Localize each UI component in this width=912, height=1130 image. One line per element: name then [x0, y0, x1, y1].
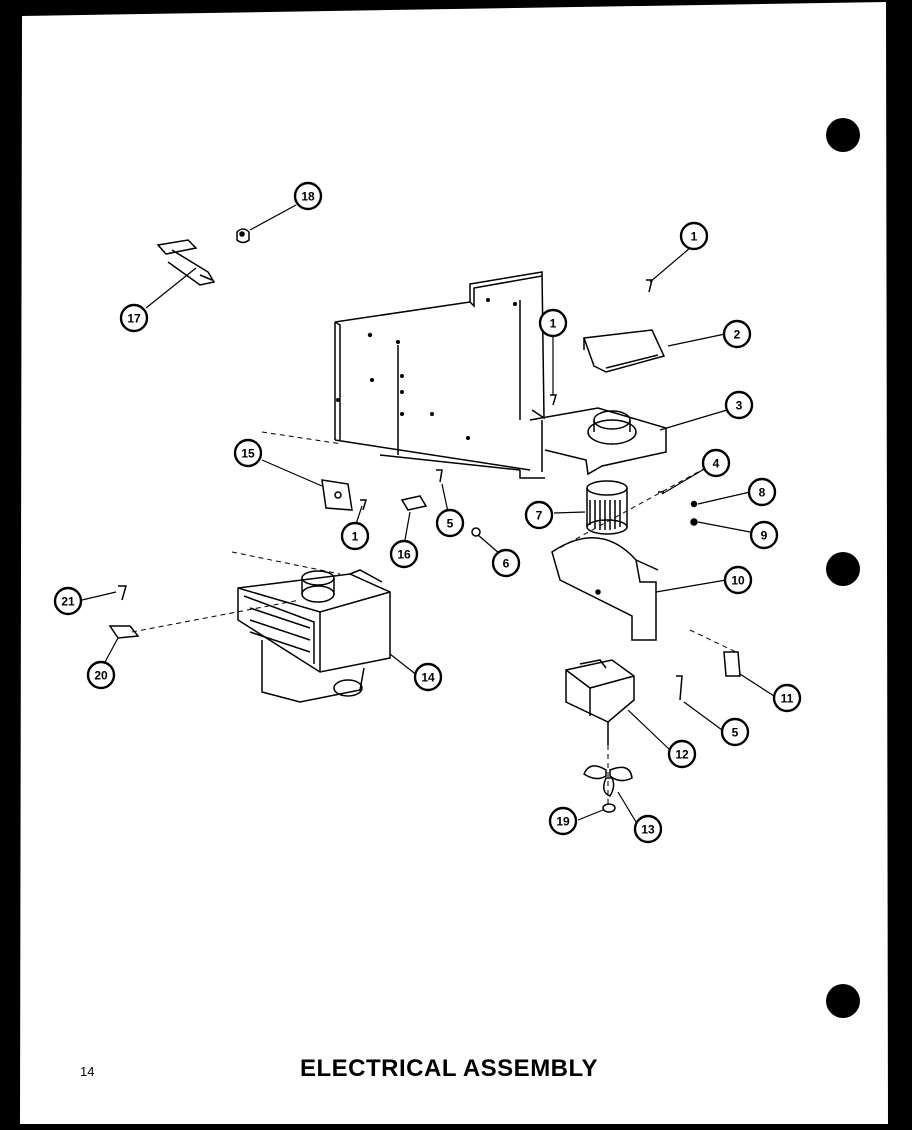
- callout-label: 8: [759, 486, 766, 500]
- part-2-bracket: [582, 329, 666, 373]
- part-19-nut: [602, 803, 616, 813]
- binder-hole-top: [826, 118, 860, 152]
- part-7-fan-motor: [586, 480, 628, 535]
- part-18-clip: [236, 228, 250, 244]
- callout-15: 15: [233, 438, 263, 468]
- callout-label: 4: [713, 457, 720, 471]
- callout-1: 1: [679, 221, 709, 251]
- small-parts: [108, 231, 741, 701]
- callout-20: 20: [86, 660, 116, 690]
- callout-3: 3: [724, 390, 754, 420]
- callout-label: 10: [731, 574, 745, 588]
- callout-circle: [749, 520, 779, 550]
- part-10-fan-housing: [551, 537, 659, 641]
- callout-label: 7: [536, 509, 543, 523]
- callout-circle: [389, 539, 419, 569]
- callout-label: 11: [781, 692, 794, 706]
- callout-1: 1: [538, 308, 568, 338]
- callout-6: 6: [491, 548, 521, 578]
- callout-circle: [701, 448, 731, 478]
- callout-label: 5: [447, 517, 454, 531]
- callout-label: 5: [732, 726, 739, 740]
- binder-hole-bottom: [826, 984, 860, 1018]
- callout-circle: [491, 548, 521, 578]
- callout-9: 9: [749, 520, 779, 550]
- callout-label: 2: [734, 328, 741, 342]
- callout-circle: [667, 739, 697, 769]
- callout-circle: [233, 438, 263, 468]
- callout-5: 5: [720, 717, 750, 747]
- paper-sheet: [20, 2, 888, 1124]
- part-13-fan-blade: [583, 765, 633, 797]
- callout-label: 21: [61, 595, 75, 609]
- binder-hole-middle: [826, 552, 860, 586]
- callout-circle: [413, 662, 443, 692]
- callout-circle: [724, 390, 754, 420]
- part-12-motor: [565, 659, 635, 745]
- callout-7: 7: [524, 500, 554, 530]
- callout-label: 1: [550, 317, 557, 331]
- callout-circle: [435, 508, 465, 538]
- callout-label: 12: [675, 748, 689, 762]
- callout-13: 13: [633, 814, 663, 844]
- chassis-holes: [336, 298, 517, 440]
- callout-label: 14: [421, 671, 435, 685]
- assembly-lines: [131, 431, 737, 808]
- callout-label: 13: [641, 823, 655, 837]
- callout-label: 18: [301, 190, 315, 204]
- callout-circle: [538, 308, 568, 338]
- callout-16: 16: [389, 539, 419, 569]
- callout-17: 17: [119, 303, 149, 333]
- callout-label: 17: [127, 312, 141, 326]
- callout-circle: [119, 303, 149, 333]
- callout-circle: [722, 319, 752, 349]
- leader-lines: [81, 204, 775, 823]
- callout-label: 3: [736, 399, 743, 413]
- callout-12: 12: [667, 739, 697, 769]
- callout-label: 16: [397, 548, 411, 562]
- callout-circle: [340, 521, 370, 551]
- callout-19: 19: [548, 806, 578, 836]
- callout-circle: [723, 565, 753, 595]
- part-17-bracket: [156, 239, 216, 286]
- callout-1: 1: [340, 521, 370, 551]
- part-14-magnetron: [237, 569, 391, 703]
- callout-label: 6: [503, 557, 510, 571]
- page-number: 14: [80, 1064, 95, 1079]
- callout-label: 19: [556, 815, 570, 829]
- callout-11: 11: [772, 683, 802, 713]
- callout-10: 10: [723, 565, 753, 595]
- callout-circle: [293, 181, 323, 211]
- callout-2: 2: [722, 319, 752, 349]
- callout-14: 14: [413, 662, 443, 692]
- callout-8: 8: [747, 477, 777, 507]
- callout-18: 18: [293, 181, 323, 211]
- callout-circle: [747, 477, 777, 507]
- chassis-panel: [334, 271, 545, 479]
- part-3-duct: [529, 407, 667, 476]
- callout-label: 15: [241, 447, 255, 461]
- callout-label: 20: [94, 669, 108, 683]
- callout-label: 1: [691, 230, 698, 244]
- callout-label: 9: [761, 529, 768, 543]
- callout-circle: [633, 814, 663, 844]
- page-title: ELECTRICAL ASSEMBLY: [300, 1055, 598, 1082]
- callout-5: 5: [435, 508, 465, 538]
- callout-circle: [524, 500, 554, 530]
- callout-4: 4: [701, 448, 731, 478]
- callout-circle: [53, 586, 83, 616]
- callout-circle: [548, 806, 578, 836]
- callout-circle: [679, 221, 709, 251]
- callout-circle: [86, 660, 116, 690]
- callout-circle: [772, 683, 802, 713]
- callout-label: 1: [352, 530, 359, 544]
- callout-circle: [720, 717, 750, 747]
- callout-21: 21: [53, 586, 83, 616]
